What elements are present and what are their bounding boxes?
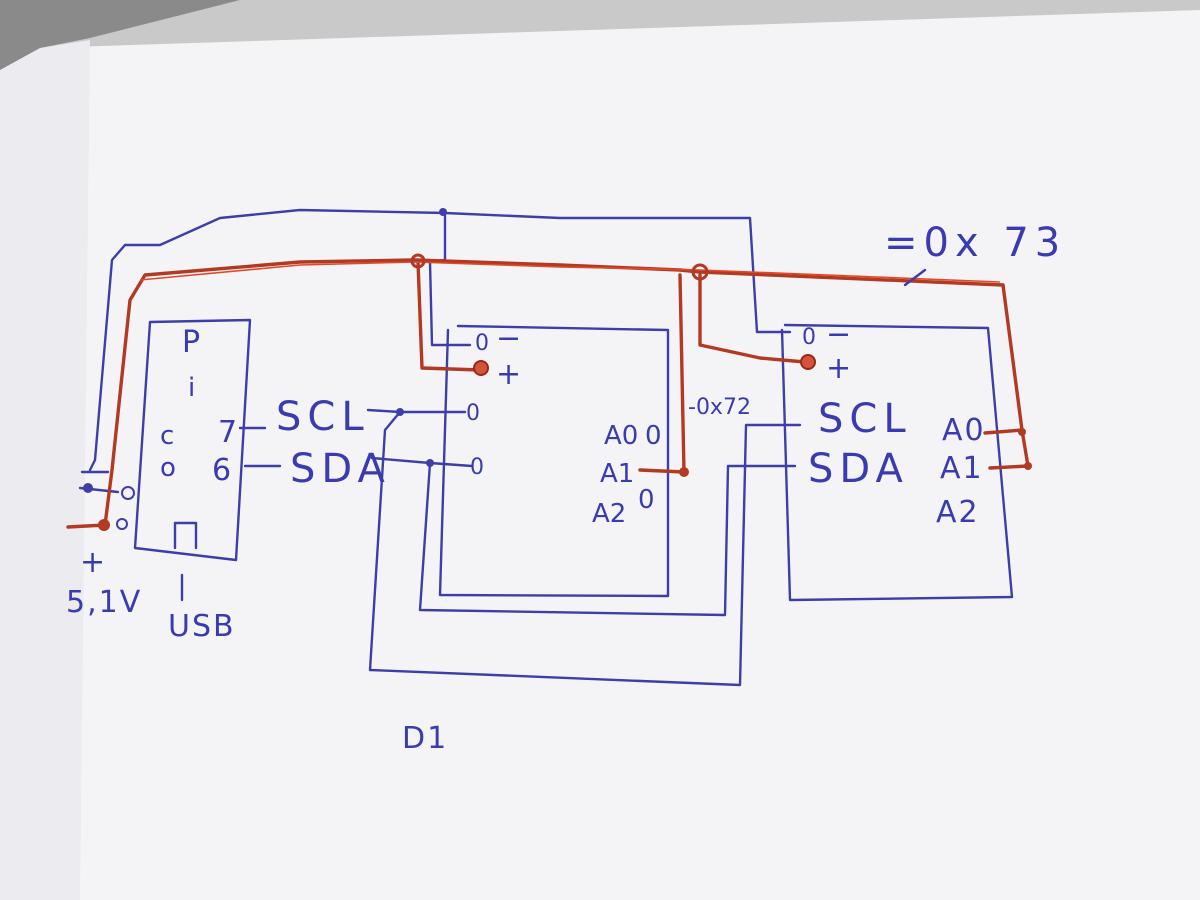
power-pin-minus-ring — [121, 486, 135, 500]
board1-ground-pin: 0 — [475, 331, 489, 356]
pi-pin-scl: 7 — [218, 415, 239, 450]
junction-dot-sda — [426, 459, 434, 467]
power-pin-plus — [98, 519, 110, 531]
board2-ground-pin: 0 — [802, 325, 816, 350]
board2-address-pointer — [903, 268, 927, 287]
board2-a0-label: A0 — [942, 413, 986, 448]
board1-plus-label: + — [496, 357, 523, 392]
pi-title: P — [182, 325, 202, 360]
board2-address: =0x 73 — [884, 220, 1066, 266]
board2-outline — [780, 323, 1014, 602]
paper-sheet — [0, 10, 1200, 900]
power-plus-label: + — [80, 545, 107, 580]
board2-vcc-pin — [800, 354, 816, 370]
board1-label: D1 — [402, 721, 448, 756]
board1-outline — [438, 324, 670, 598]
blue-wires — [78, 208, 1014, 687]
paper-fold-shadow — [0, 40, 90, 900]
power-pin-minus — [83, 483, 93, 493]
board1-scl-pin: 0 — [466, 401, 480, 426]
board2-sda-label: SDA — [808, 446, 909, 492]
board2-minus-label: − — [826, 317, 853, 352]
pi-title-2: i — [188, 373, 195, 403]
usb-label: USB — [168, 609, 236, 644]
pins — [83, 208, 1032, 531]
ground-wire-top — [88, 208, 792, 472]
vcc-drop-board1 — [416, 260, 482, 372]
board2-a1-link-dot — [1024, 462, 1032, 470]
board2-plus-label: + — [826, 351, 853, 386]
junction-dot-scl — [396, 408, 404, 416]
board1-address: -0x72 — [688, 395, 751, 420]
board1-a2-value: 0 — [638, 485, 655, 515]
desk-corner — [0, 0, 240, 70]
board1-a1-link-dot — [679, 467, 689, 477]
board1-a0-label: A0 — [604, 421, 638, 451]
board1-minus-label: − — [496, 321, 523, 356]
pi-pin-sda: 6 — [212, 453, 233, 488]
junction-dot-vcc-1 — [410, 253, 426, 269]
vcc-highlight — [139, 261, 1001, 283]
board2-a2-label: A2 — [936, 495, 980, 530]
board1-sda-pin: 0 — [470, 455, 484, 480]
pi-board-outline — [133, 318, 252, 562]
pi-sda-label: SDA — [290, 446, 391, 492]
scl-loop-to-board2 — [368, 410, 802, 687]
board1-vcc-pin — [473, 360, 489, 376]
board2-a0-link-dot — [1018, 428, 1026, 436]
vcc-drop-board2 — [698, 273, 807, 364]
usb-socket — [173, 521, 198, 550]
board1-a1-label: A1 — [600, 459, 634, 489]
red-wires — [66, 258, 1030, 529]
power-pin-plus-ring — [116, 518, 128, 530]
pi-scl-label: SCL — [276, 394, 370, 440]
junction-dot-ground — [439, 208, 447, 216]
board2-a1-label: A1 — [940, 451, 984, 486]
board2-scl-label: SCL — [818, 396, 912, 442]
vcc-wire-main — [66, 258, 1005, 529]
pi-col-o: o — [160, 453, 176, 483]
board1-a0-value: 0 — [645, 421, 662, 451]
board1-a2-label: A2 — [592, 499, 626, 529]
pi-col-c: c — [160, 421, 174, 451]
power-voltage-label: 5,1V — [66, 585, 142, 620]
junction-dot-vcc-2 — [691, 263, 709, 281]
sda-loop-to-board2 — [418, 461, 797, 617]
